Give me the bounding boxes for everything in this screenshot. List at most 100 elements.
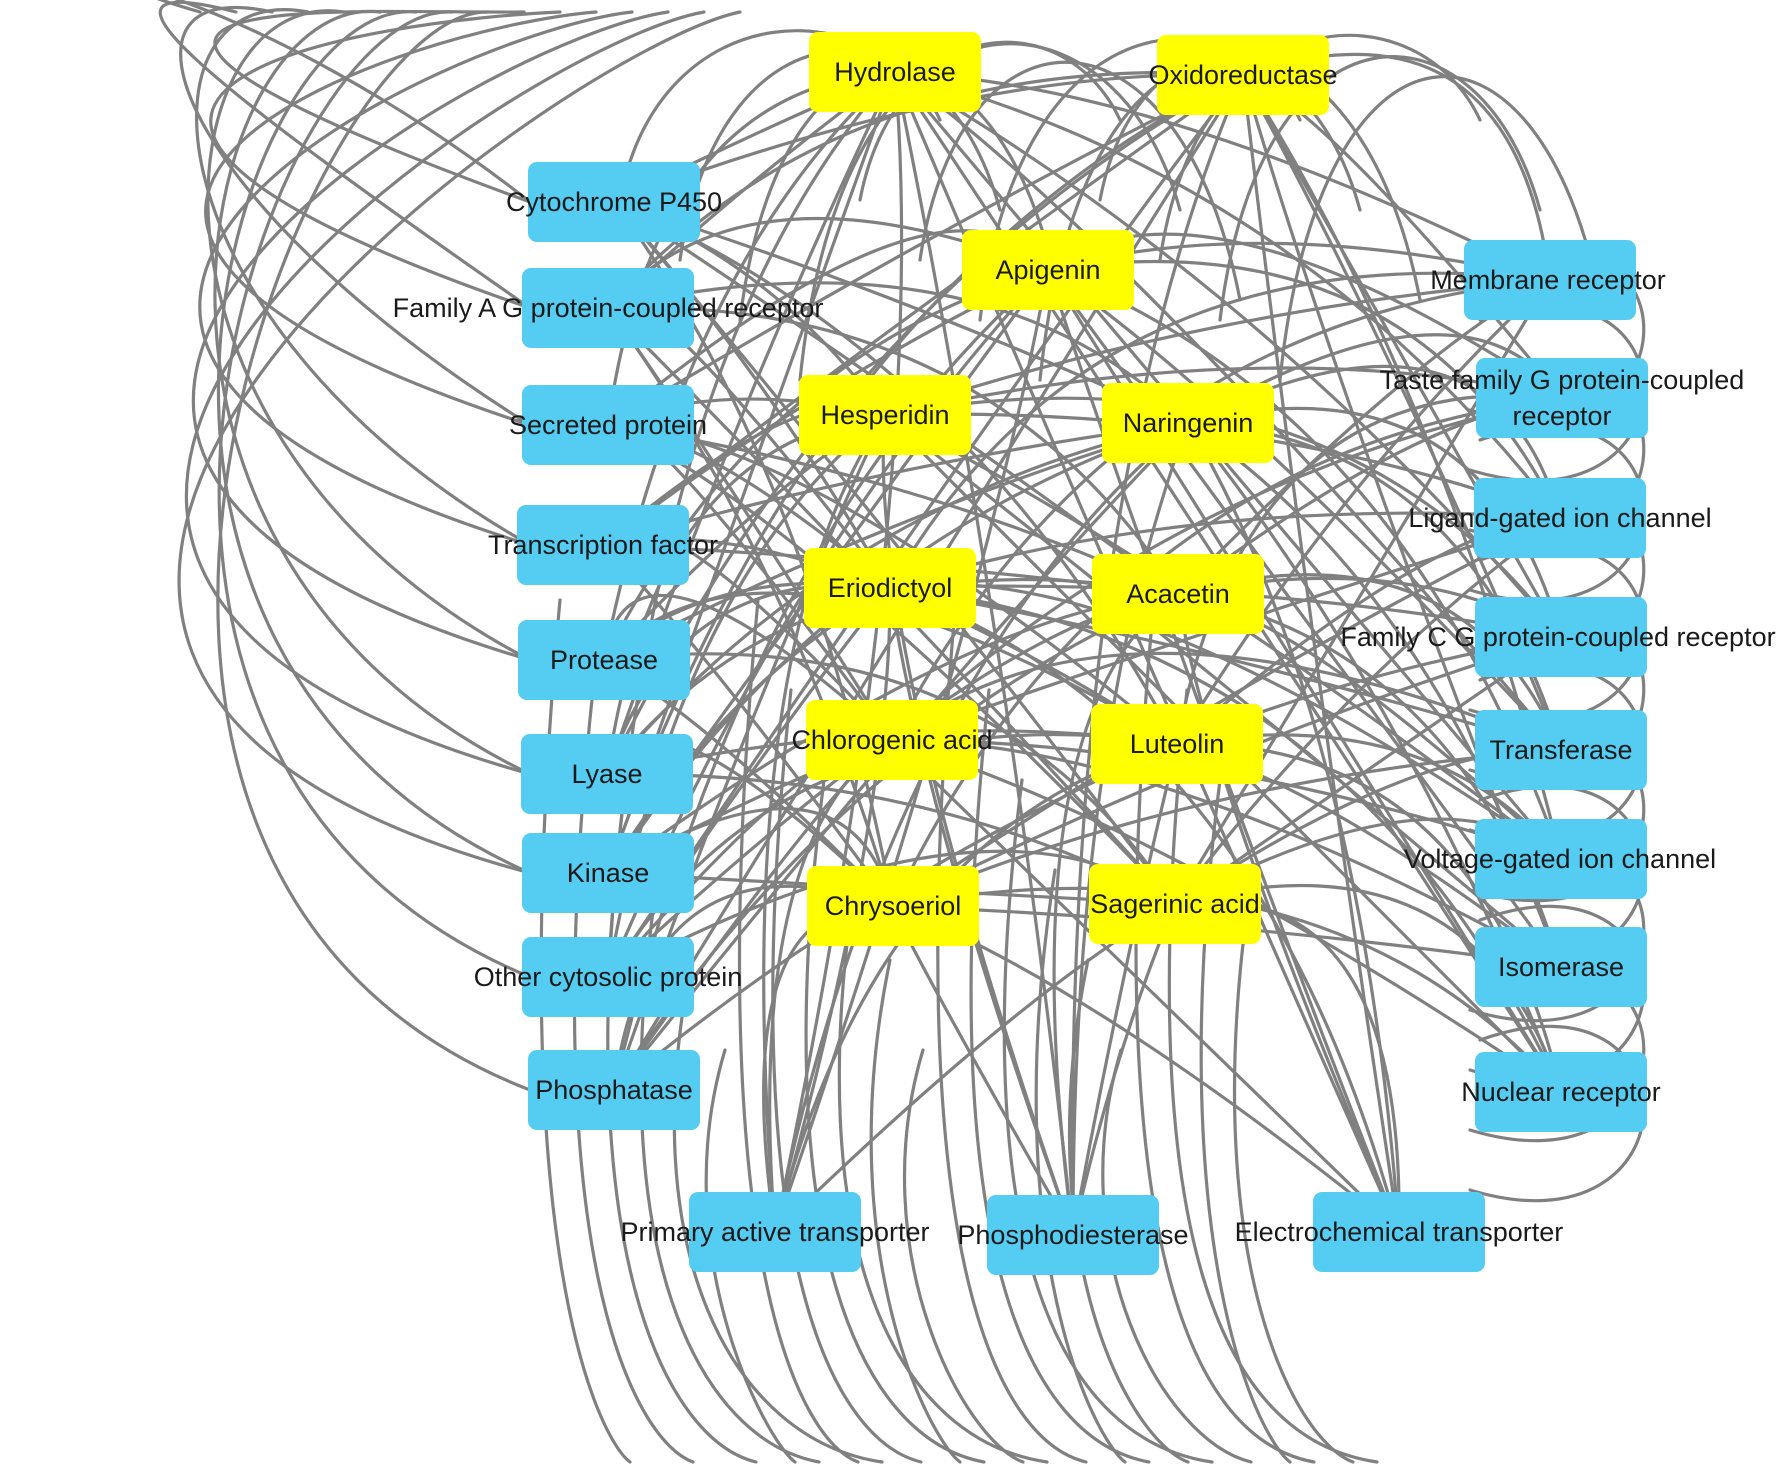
- node-label-voltage: Voltage-gated ion channel: [1404, 844, 1716, 874]
- node-membrane: Membrane receptor: [1430, 240, 1666, 320]
- node-box-eriodictyol: [804, 548, 976, 628]
- outer-loop-bottom-17: [1101, 1048, 1253, 1464]
- outer-arc-top-11: [1278, 75, 1602, 382]
- nodes-layer: Hydrolase OxidoreductaseApigeninHesperidi…: [393, 32, 1776, 1275]
- node-transferase: Transferase: [1475, 710, 1647, 790]
- node-acacetin: Acacetin: [1092, 554, 1264, 634]
- node-box-voltage: [1475, 819, 1647, 899]
- node-sagerinic: Sagerinic acid: [1089, 864, 1261, 944]
- node-label-chlorogenic: Chlorogenic acid: [791, 725, 992, 755]
- node-box-gpcr_a: [522, 268, 694, 348]
- node-label-transferase: Transferase: [1489, 735, 1632, 765]
- node-secreted: Secreted protein: [509, 385, 707, 465]
- edge-naringenin-electro: [1186, 421, 1401, 1234]
- node-label-cyp450: Cytochrome P450: [506, 187, 722, 217]
- edge-chlorogenic-taste: [890, 396, 1564, 742]
- node-label-eriodictyol: Eriodictyol: [828, 573, 953, 603]
- node-label-luteolin: Luteolin: [1130, 729, 1225, 759]
- edge-chrysoeriol-transferase: [891, 748, 1563, 908]
- outer-loop-bottom-8: [804, 778, 986, 1464]
- edge-eriodictyol-pde: [888, 586, 1075, 1237]
- outer-arc-top-5: [918, 60, 1242, 302]
- outer-loop-bottom-7: [771, 688, 923, 1464]
- node-box-secreted: [522, 385, 694, 465]
- node-label-kinase: Kinase: [567, 858, 650, 888]
- edge-eriodictyol-electro: [888, 586, 1401, 1234]
- edge-sagerinic-cyp450: [612, 200, 1177, 906]
- node-box-protease: [518, 620, 690, 700]
- node-label-apigenin: Apigenin: [995, 255, 1100, 285]
- outer-loop-bottom-11: [902, 1048, 1025, 1464]
- outer-loop-left-7: [217, 10, 532, 979]
- edge-eriodictyol-primary: [773, 586, 892, 1234]
- outer-loop-bottom-21: [1232, 868, 1355, 1464]
- outer-loop-left-15: [177, 10, 742, 875]
- edge-hesperidin-membrane: [883, 278, 1552, 417]
- edge-acacetin-pde: [1052, 592, 1180, 1237]
- edge-sagerinic-pde: [1071, 902, 1177, 1237]
- edge-chlorogenic-transferase: [890, 651, 1563, 752]
- outer-loop-left-3: [195, 8, 532, 547]
- node-nuclear: Nuclear receptor: [1461, 1052, 1661, 1132]
- outer-arc-top-10: [1218, 55, 1542, 322]
- node-box-lyase: [521, 734, 693, 814]
- node-box-membrane: [1464, 240, 1636, 320]
- edge-acacetin-gpcr_a: [606, 305, 1180, 596]
- edge-hesperidin-isomerase: [883, 413, 1563, 969]
- node-label-pde: Phosphodiesterase: [957, 1220, 1188, 1250]
- outer-loop-bottom-15: [1034, 868, 1127, 1464]
- node-label-gpcr_c: Family C G protein-coupled receptor: [1340, 622, 1775, 652]
- node-label-hesperidin: Hesperidin: [820, 400, 949, 430]
- node-phosphatase: Phosphatase: [528, 1050, 700, 1130]
- outer-loop-bottom-16: [1067, 958, 1190, 1464]
- node-box-naringenin: [1102, 383, 1274, 463]
- outer-loop-bottom-10: [869, 958, 962, 1464]
- node-box-tf: [517, 505, 689, 585]
- edge-oxidoreductase-cytosolic: [606, 73, 1245, 979]
- node-chlorogenic: Chlorogenic acid: [791, 700, 993, 780]
- node-label-isomerase: Isomerase: [1498, 952, 1624, 982]
- node-pde: Phosphodiesterase: [957, 1195, 1189, 1275]
- outer-loop-left-4: [206, 9, 532, 662]
- node-hydrolase: Hydrolase: [809, 32, 981, 112]
- node-box-hesperidin: [799, 375, 971, 455]
- node-electro: Electrochemical transporter: [1235, 1192, 1563, 1272]
- outer-loop-bottom-0: [539, 598, 632, 1464]
- edge-sagerinic-ligand: [1173, 516, 1562, 906]
- edge-sagerinic-protease: [602, 652, 1177, 906]
- node-isomerase: Isomerase: [1475, 927, 1647, 1007]
- node-label-secreted: Secreted protein: [509, 410, 707, 440]
- outer-loop-left-0: [156, 0, 532, 204]
- outer-loop-bottom-12: [936, 598, 1088, 1464]
- outer-loop-left-8: [216, 10, 532, 1092]
- edge-chrysoeriol-electro: [891, 904, 1401, 1234]
- node-box-apigenin: [962, 230, 1134, 310]
- edge-acacetin-electro: [1176, 592, 1401, 1234]
- outer-arc-top-4: [858, 42, 1182, 212]
- node-label-oxidoreductase: Oxidoreductase: [1148, 60, 1337, 90]
- node-label-phosphatase: Phosphatase: [535, 1075, 693, 1105]
- node-label-protease: Protease: [550, 645, 658, 675]
- node-gpcr_c: Family C G protein-coupled receptor: [1340, 597, 1776, 677]
- node-label-tf: Transcription factor: [488, 530, 718, 560]
- edge-hesperidin-gpcr_c: [883, 396, 1563, 639]
- outer-loop-left-14: [184, 10, 706, 776]
- node-lyase: Lyase: [521, 734, 693, 814]
- node-box-gpcr_c: [1475, 597, 1647, 677]
- node-ligand: Ligand-gated ion channel: [1408, 478, 1712, 558]
- node-box-cytosolic: [522, 937, 694, 1017]
- node-box-pde: [987, 1195, 1159, 1275]
- node-voltage: Voltage-gated ion channel: [1404, 819, 1716, 899]
- node-box-ligand: [1474, 478, 1646, 558]
- node-box-electro: [1313, 1192, 1485, 1272]
- node-box-acacetin: [1092, 554, 1264, 634]
- edge-chrysoeriol-ligand: [891, 516, 1562, 908]
- node-box-oxidoreductase: [1157, 35, 1329, 115]
- edge-chrysoeriol-taste: [891, 396, 1564, 908]
- edge-luteolin-membrane: [1175, 278, 1552, 746]
- edge-naringenin-pde: [1071, 421, 1190, 1237]
- outer-loop-bottom-14: [1002, 778, 1214, 1464]
- node-protease: Protease: [518, 620, 690, 700]
